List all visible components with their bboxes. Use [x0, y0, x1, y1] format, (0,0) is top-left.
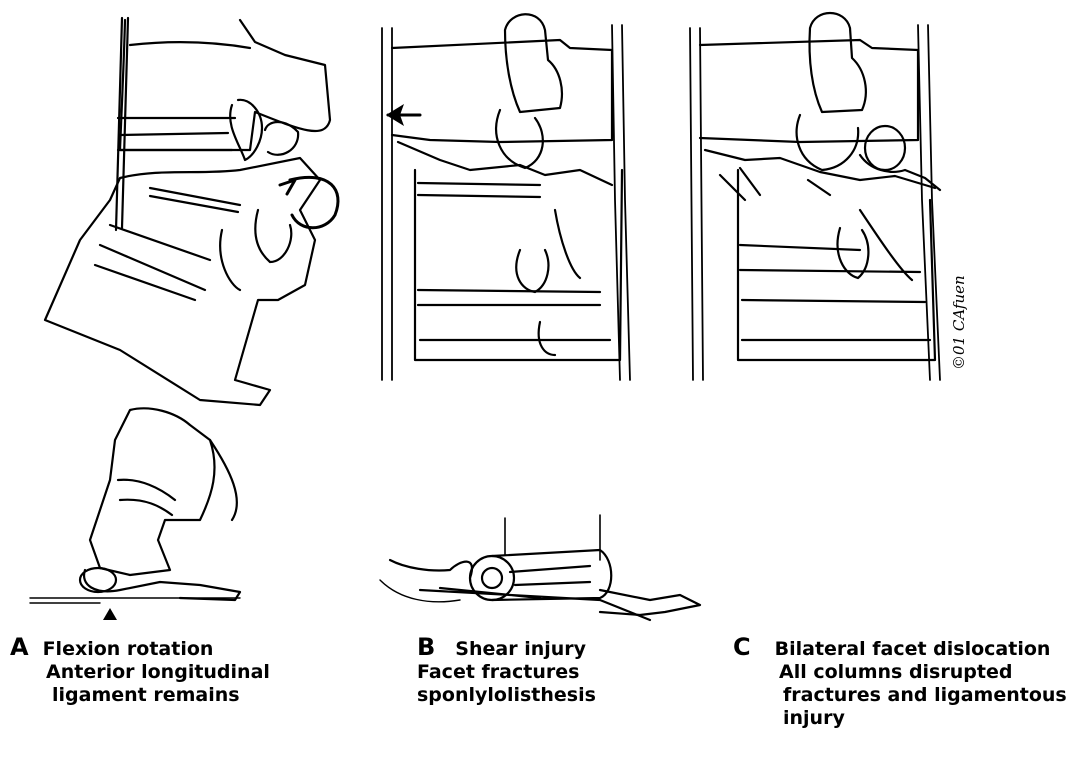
- signature-text: ©01 CAfuen: [950, 275, 968, 370]
- caption-c-line-4: injury: [733, 707, 1067, 730]
- caption-a-line-3: ligament remains: [10, 684, 270, 707]
- artist-signature: ©01 CAfuen: [950, 275, 968, 370]
- caption-a-line-2: Anterior longitudinal: [10, 661, 270, 684]
- panel-c-spine-drawing: [690, 13, 940, 380]
- caption-b-line-2: Facet fractures: [417, 661, 596, 684]
- caption-b-line-3: sponlylolisthesis: [417, 684, 596, 707]
- caption-c-line-3: fractures and ligamentous: [733, 684, 1067, 707]
- caption-a-letter: A: [10, 633, 29, 661]
- caption-c-letter: C: [733, 633, 751, 661]
- caption-b-line-1: Shear injury: [449, 638, 586, 660]
- caption-b: B Shear injury Facet fractures sponlyloli…: [417, 636, 596, 707]
- caption-c-line-2: All columns disrupted: [733, 661, 1067, 684]
- caption-a-line-1: Flexion rotation: [43, 638, 214, 660]
- panel-a-spine-drawing: [30, 18, 338, 620]
- caption-c-line-1: Bilateral facet dislocation: [765, 638, 1051, 660]
- caption-b-letter: B: [417, 633, 435, 661]
- caption-c: C Bilateral facet dislocation All columns…: [733, 636, 1067, 730]
- panel-b-spine-drawing: [380, 14, 700, 620]
